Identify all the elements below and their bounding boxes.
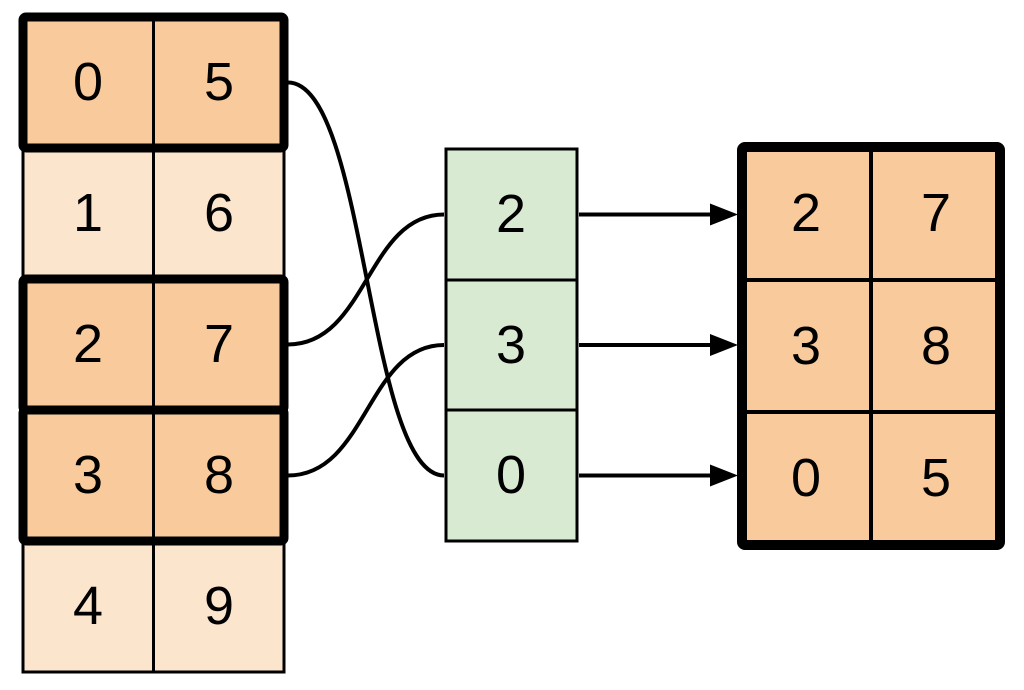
arrowhead-bottom: [710, 464, 738, 487]
arrowhead-middle: [710, 334, 738, 356]
index-cell-2: [444, 408, 579, 543]
index-cell-0: [444, 147, 579, 282]
source-value-3-0: 3: [72, 445, 104, 505]
source-cell-3-1: [152, 408, 286, 543]
result-value-0-0: 2: [790, 183, 822, 243]
source-cell-4-0: [21, 539, 155, 674]
source-cell-0-0: [21, 15, 155, 150]
result-table: [740, 145, 1002, 547]
source-row-3-outline: [18, 405, 289, 546]
result-value-2-1: 5: [920, 448, 952, 508]
source-row-0-outline: [18, 12, 289, 153]
result-value-2-0: 0: [790, 448, 822, 508]
source-cell-2-1: [152, 277, 286, 412]
connector-curves: [287, 80, 445, 478]
source-value-4-0: 4: [72, 576, 104, 636]
source-cell-4-1: [152, 539, 286, 674]
curve-row2-to-index2: [287, 212, 445, 347]
index-value-0: 2: [495, 184, 527, 244]
result-cell-2-0: [740, 410, 873, 547]
result-table-outline: [737, 142, 1005, 550]
source-value-1-1: 6: [203, 183, 235, 243]
result-cell-2-1: [869, 410, 1002, 547]
index-column: [444, 147, 579, 543]
index-cell-1: [444, 278, 579, 412]
source-table: [21, 15, 286, 674]
index-value-1: 3: [495, 315, 527, 375]
index-to-result-arrows: [579, 203, 738, 487]
curve-row3-to-index3: [287, 343, 445, 478]
source-value-0-1: 5: [203, 52, 235, 112]
result-value-0-1: 7: [920, 183, 952, 243]
source-value-0-0: 0: [72, 52, 104, 112]
result-value-1-0: 3: [790, 316, 822, 376]
result-value-1-1: 8: [920, 316, 952, 376]
source-value-4-1: 9: [203, 576, 235, 636]
index-value-2: 0: [495, 445, 527, 505]
arrowhead-top: [710, 203, 738, 226]
source-value-1-0: 1: [72, 183, 104, 243]
source-value-2-0: 2: [72, 314, 104, 374]
source-value-3-1: 8: [203, 445, 235, 505]
source-value-2-1: 7: [203, 314, 235, 374]
source-highlight-outlines: [18, 12, 289, 546]
source-cell-1-1: [152, 146, 286, 281]
source-cell-0-1: [152, 15, 286, 150]
